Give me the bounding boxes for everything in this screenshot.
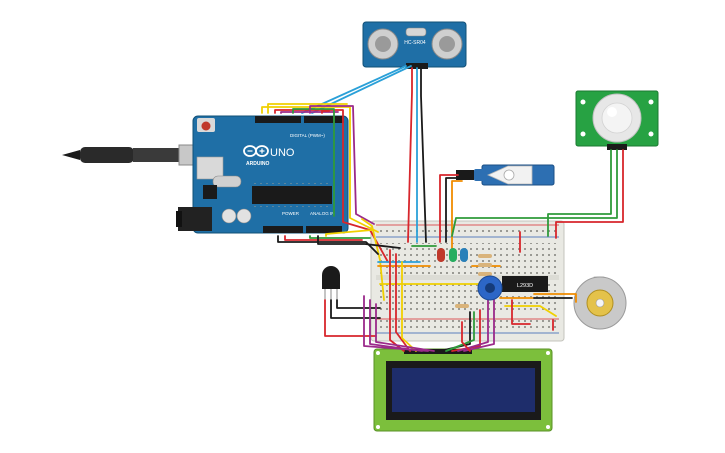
led-blue	[460, 248, 468, 262]
power-jack	[178, 207, 212, 231]
motor-driver-label: L293D	[517, 283, 533, 289]
potentiometer	[477, 275, 503, 301]
atmega-chip	[252, 186, 332, 204]
led-red	[437, 248, 445, 262]
arduino-logo-icon	[243, 145, 269, 157]
wires	[261, 65, 624, 352]
board-model-label: UNO	[270, 147, 295, 159]
crystal	[212, 175, 242, 188]
ultrasonic-model-label: HC-SR04	[404, 40, 426, 46]
ultrasonic-pins	[406, 63, 428, 69]
header-bottom-analog	[306, 226, 342, 233]
ultrasonic-sensor: HC-SR04	[362, 21, 467, 69]
dc-motor	[573, 276, 627, 330]
header-top-right	[304, 116, 344, 123]
usb-cable	[62, 144, 214, 166]
capacitor	[236, 208, 252, 224]
lcd-screen	[392, 368, 535, 412]
lcd-display	[373, 348, 553, 432]
header-bottom-power	[263, 226, 303, 233]
pir-pins	[607, 144, 627, 150]
temperature-sensor	[322, 266, 340, 300]
digital-header-label: DIGITAL (PWM~)	[290, 133, 325, 138]
board-brand-label: ARDUINO	[246, 161, 269, 167]
lcd-pin-header	[404, 349, 472, 354]
servo-motor	[456, 164, 555, 186]
reset-button[interactable]	[201, 121, 211, 131]
servo-connector	[456, 170, 474, 180]
power-header-label: POWER	[282, 211, 300, 216]
resistor	[455, 254, 492, 308]
header-top-left	[255, 116, 301, 123]
motor-driver-chip: L293D	[502, 276, 548, 292]
usb-port	[196, 156, 224, 180]
capacitor	[221, 208, 237, 224]
analog-header-label: ANALOG IN	[310, 211, 335, 216]
arduino-uno-board: DIGITAL (PWM~) UNO ARDUINO POWER ANALOG …	[176, 115, 349, 234]
pir-sensor	[575, 90, 659, 150]
led-green	[449, 248, 457, 262]
